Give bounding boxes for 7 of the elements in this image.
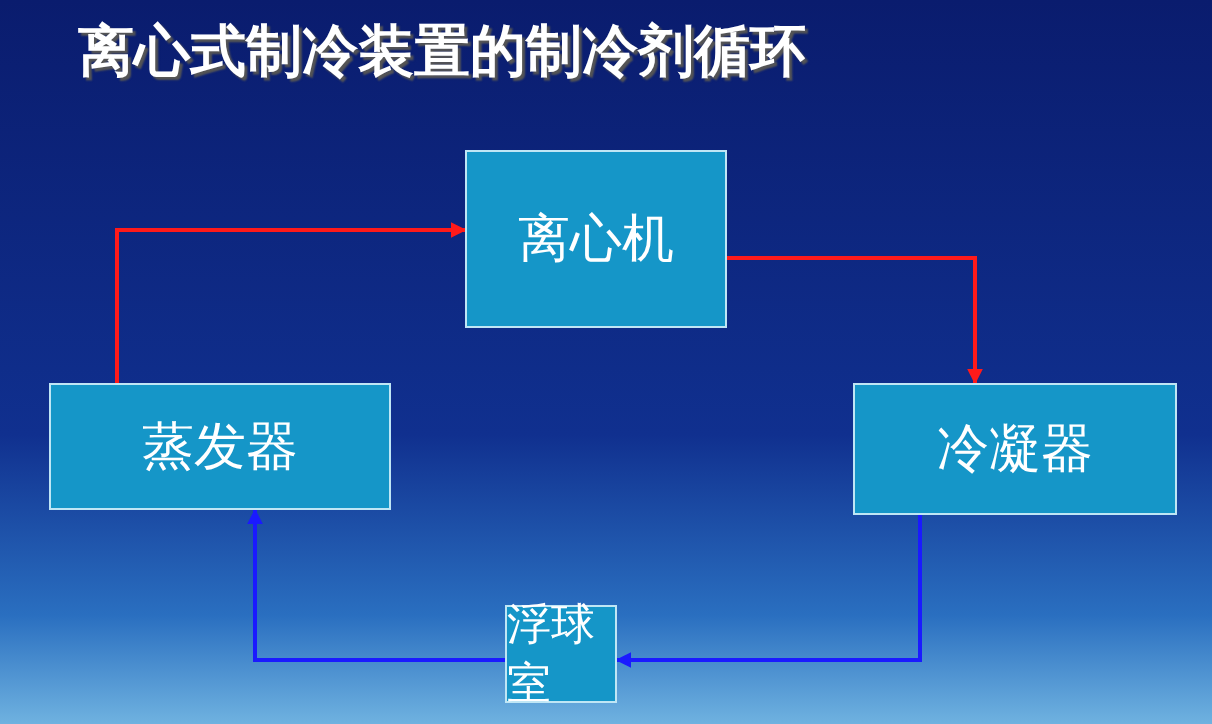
arrow	[727, 256, 983, 385]
component-box: 离心机	[465, 150, 727, 328]
component-box: 蒸发器	[49, 383, 391, 510]
arrow	[247, 508, 505, 662]
arrow	[115, 222, 467, 383]
title: 离心式制冷装置的制冷剂循环	[78, 17, 806, 85]
component-box: 冷凝器	[853, 383, 1177, 515]
